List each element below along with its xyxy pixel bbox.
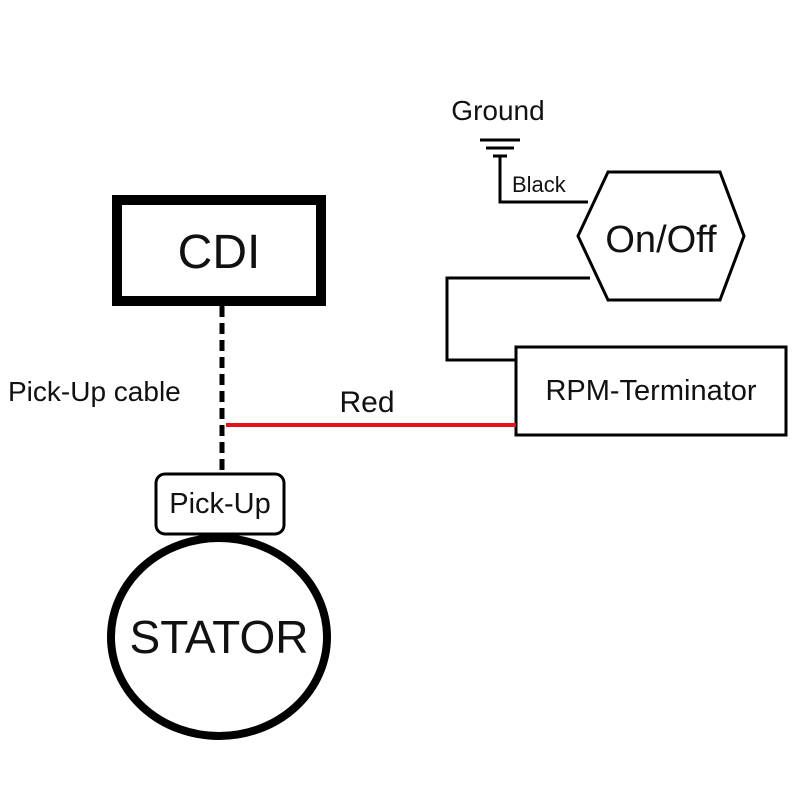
pickup-box (154, 472, 286, 536)
rpm-terminator-label: RPM-Terminator (545, 375, 756, 407)
stator (107, 534, 331, 740)
pickup-label: Pick-Up (169, 488, 271, 520)
black-wire (498, 156, 588, 204)
cdi-box (112, 195, 326, 306)
black-wire-label: Black (512, 172, 567, 197)
on-off-switch (576, 170, 746, 302)
pickup-cable-label: Pick-Up cable (8, 376, 181, 407)
on-off-label: On/Off (605, 219, 717, 261)
stator-label: STATOR (130, 611, 309, 663)
red-wire-label: Red (339, 386, 394, 419)
cdi-label: CDI (178, 226, 261, 279)
switch-to-terminator-wire (445, 276, 590, 362)
rpm-terminator-box (514, 345, 788, 437)
ground-label: Ground (451, 95, 544, 126)
ground-symbol-icon (480, 138, 520, 158)
